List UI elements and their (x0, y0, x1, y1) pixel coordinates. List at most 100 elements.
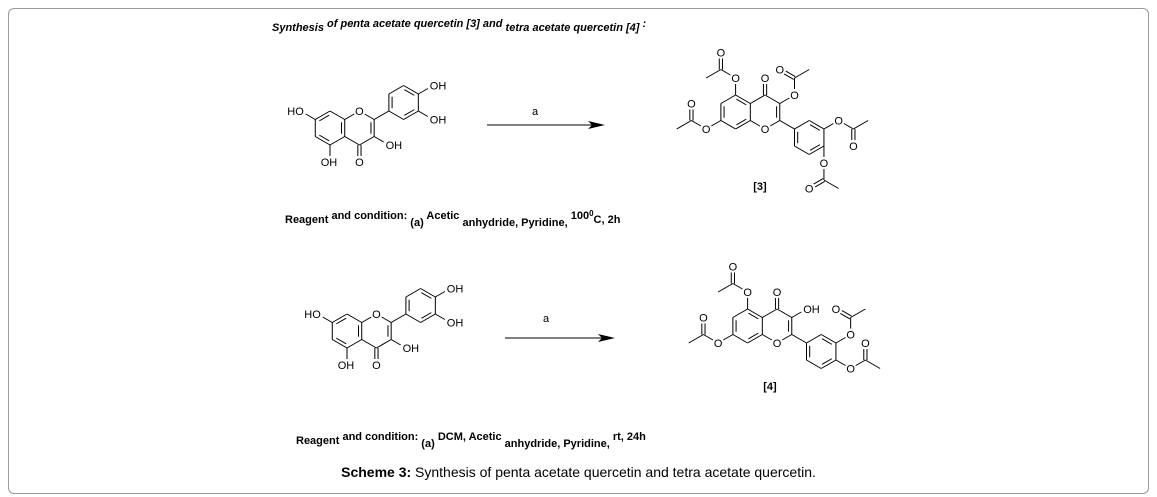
cond-text: anhydride, Pyridine, (462, 217, 568, 229)
ester-bond (720, 69, 731, 76)
cond-text: and condition: (331, 210, 408, 222)
cond-text: Reagent (296, 435, 340, 447)
double-bond (421, 292, 432, 299)
heading-part: of penta acetate quercetin [3] (327, 18, 480, 30)
bond (808, 120, 825, 130)
bond (346, 339, 362, 349)
ester-bond (843, 123, 854, 130)
methyl-bond (676, 120, 692, 130)
figure-frame (8, 8, 1149, 494)
bond (373, 136, 384, 143)
bond (779, 97, 790, 104)
double-bond (336, 337, 347, 345)
heading-part: : (642, 18, 647, 30)
bond (420, 313, 436, 323)
atom-label: O (820, 158, 829, 170)
atom-label: O (729, 262, 738, 274)
atom-label: OH (321, 157, 338, 169)
atom-label: OH (447, 284, 464, 296)
arrow-label: a (532, 106, 539, 118)
bond (776, 308, 793, 318)
reaction-arrow-2: a (505, 313, 615, 342)
bond (344, 136, 360, 146)
atom-label: O (773, 287, 782, 299)
bond (364, 113, 375, 120)
reaction-arrow-1: a (487, 106, 605, 129)
caption-label: Scheme 3: (341, 464, 412, 480)
bond (735, 94, 751, 104)
bond (720, 120, 736, 130)
double-bond (748, 332, 759, 340)
heading-part: Synthesis (272, 22, 324, 34)
bond (359, 136, 375, 146)
double-bond (783, 73, 794, 80)
bond (806, 359, 822, 369)
bond (322, 316, 333, 323)
bond (388, 85, 404, 95)
bond (361, 339, 377, 349)
bond (376, 339, 392, 349)
cond-text: DCM, Acetic (437, 431, 502, 443)
bond (390, 339, 401, 346)
bond (711, 120, 722, 127)
cond-text: (a) (410, 217, 424, 229)
methyl-bond (717, 283, 734, 293)
bond (794, 145, 810, 155)
ester-bond (691, 120, 702, 127)
cond-text: Reagent (285, 214, 329, 226)
atom-label: O (717, 48, 726, 60)
bond (747, 334, 763, 344)
atom-label: OH (803, 304, 820, 316)
bond (794, 120, 810, 130)
cond-text: anhydride, Pyridine, (504, 438, 610, 450)
atom-label: OH (338, 360, 355, 372)
cond-text: (a) (421, 438, 435, 450)
atom-label: HO (304, 309, 321, 321)
bond (750, 94, 766, 104)
bond (820, 334, 837, 344)
atom-label: O (699, 313, 708, 325)
bond (435, 291, 446, 298)
bond (403, 85, 419, 95)
bond (403, 110, 419, 120)
degree-superscript: 0 (589, 209, 594, 218)
double-bond (821, 358, 833, 365)
arrow-head-icon (588, 121, 605, 129)
atom-label: O (846, 330, 855, 342)
methyl-bond (865, 359, 881, 369)
methyl-bond (688, 334, 704, 344)
ester-bond (732, 283, 743, 290)
atom-label: O (714, 338, 723, 350)
double-bond (814, 180, 825, 188)
compound-number: [4] (763, 381, 777, 393)
double-bond (785, 70, 796, 78)
bond (835, 337, 846, 344)
atom-label: O (355, 106, 364, 118)
bond (764, 94, 781, 104)
double-bond (748, 312, 759, 320)
bond (332, 313, 348, 323)
ester-bond (703, 334, 714, 341)
bond (418, 110, 429, 117)
atom-label: OH (447, 318, 464, 330)
bond (346, 313, 362, 323)
scheme-heading: Synthesis of penta acetate quercetin [3]… (272, 18, 646, 34)
atom-label: OH (430, 81, 447, 93)
caption-text: Synthesis of penta acetate quercetin and… (411, 464, 816, 480)
atom-label: O (743, 287, 752, 299)
arrow-head-icon (598, 334, 615, 342)
bond (405, 313, 421, 323)
ester-bond (855, 359, 866, 366)
atom-label: O (790, 90, 799, 102)
bond (435, 313, 446, 320)
atom-label: HO (287, 106, 304, 118)
bond (720, 94, 736, 104)
bond (305, 113, 316, 120)
double-bond (841, 310, 852, 317)
bond (747, 308, 763, 318)
atom-label: O (773, 338, 782, 350)
